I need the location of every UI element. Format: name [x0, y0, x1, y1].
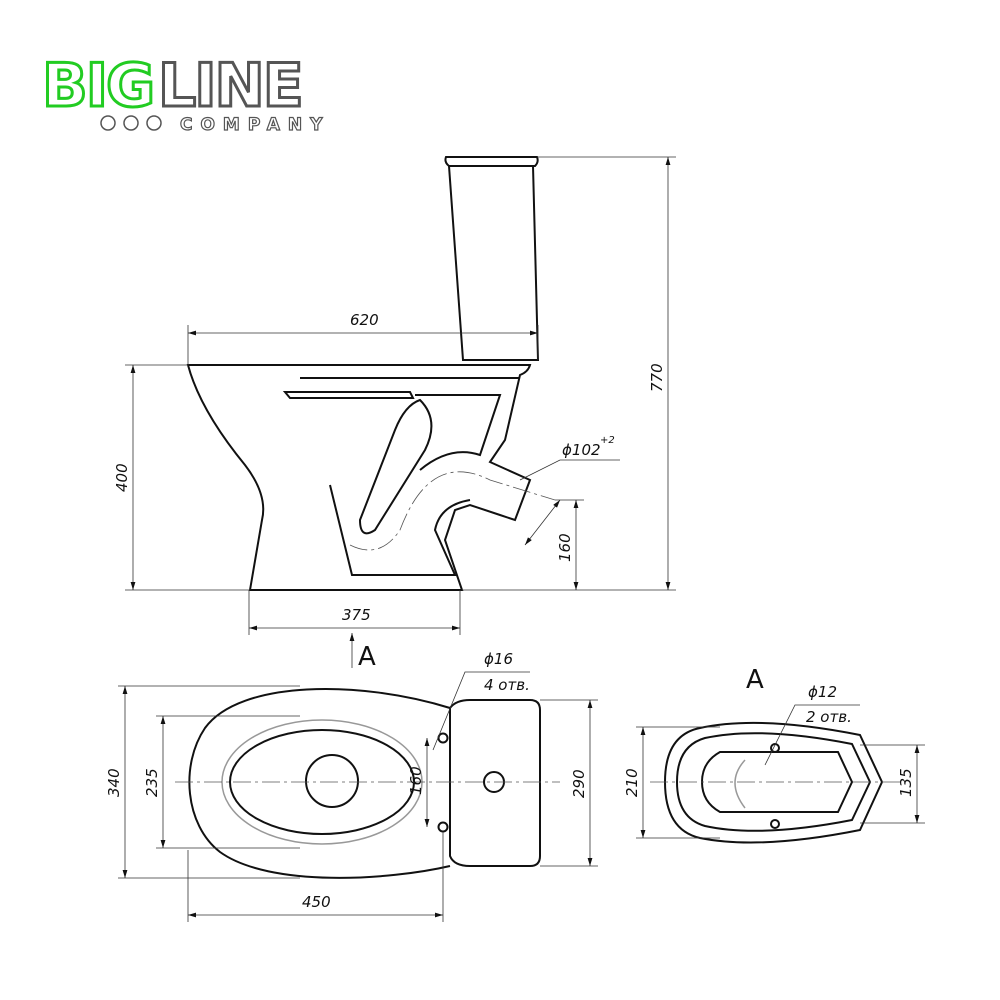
mount-hole — [437, 821, 449, 833]
dim-400: 400 — [113, 463, 131, 492]
dim-375: 375 — [342, 606, 371, 624]
hole-diameter-a: ϕ12 — [808, 683, 837, 701]
trap-base — [329, 484, 471, 576]
tank-top — [449, 699, 541, 867]
logo-tagline: COMPANY — [180, 115, 330, 135]
dim-770: 770 — [648, 363, 666, 392]
side-view: 620 770 400 375 160 ϕ102 +2 A — [113, 156, 676, 672]
dim-450: 450 — [302, 893, 331, 911]
dim-290: 290 — [570, 769, 588, 798]
base-mid — [675, 732, 872, 832]
dim-outlet-tolerance: +2 — [600, 435, 615, 446]
dim-160-top: 160 — [407, 766, 425, 795]
hole-diameter: ϕ16 — [484, 650, 513, 668]
tank-body — [448, 165, 540, 361]
dim-135: 135 — [897, 768, 915, 797]
base-inner — [700, 751, 854, 813]
base-arc — [734, 759, 746, 809]
outlet-dia-line — [524, 499, 561, 546]
trap-channel — [358, 398, 433, 535]
trap-inner — [415, 394, 502, 471]
logo-line: LINE — [158, 51, 302, 121]
tank-lid — [444, 156, 539, 167]
logo-circle — [123, 115, 139, 131]
hole-count-a: 2 отв. — [806, 708, 852, 726]
outlet-leader — [519, 459, 620, 481]
bowl-top-outline — [188, 688, 451, 879]
logo-circle — [100, 115, 116, 131]
view-a: A ϕ12 2 отв. 210 135 — [623, 665, 925, 844]
view-a-title: A — [746, 665, 764, 695]
top-view: ϕ16 4 отв. 340 235 160 290 450 — [105, 650, 598, 922]
dim-340: 340 — [105, 768, 123, 797]
hole-leader — [432, 671, 530, 751]
dim-235: 235 — [143, 768, 161, 797]
bowl-outline — [186, 364, 532, 591]
hole-count: 4 отв. — [484, 676, 530, 694]
dim-210: 210 — [623, 768, 641, 797]
brand-logo: BIG LINE COMPANY — [41, 50, 330, 136]
dim-620: 620 — [350, 311, 379, 329]
dim-160: 160 — [556, 533, 574, 562]
mount-hole — [770, 819, 780, 829]
logo-circle — [146, 115, 162, 131]
mount-hole — [770, 743, 780, 753]
dim-outlet-diameter: ϕ102 — [562, 441, 601, 459]
mount-hole — [437, 732, 449, 744]
logo-big: BIG — [42, 51, 153, 121]
flow-centerline — [349, 471, 556, 551]
base-outer — [663, 721, 884, 844]
view-marker: A — [358, 642, 376, 672]
drain-hole — [305, 754, 359, 808]
rim — [282, 391, 415, 399]
hole-leader — [764, 704, 860, 766]
